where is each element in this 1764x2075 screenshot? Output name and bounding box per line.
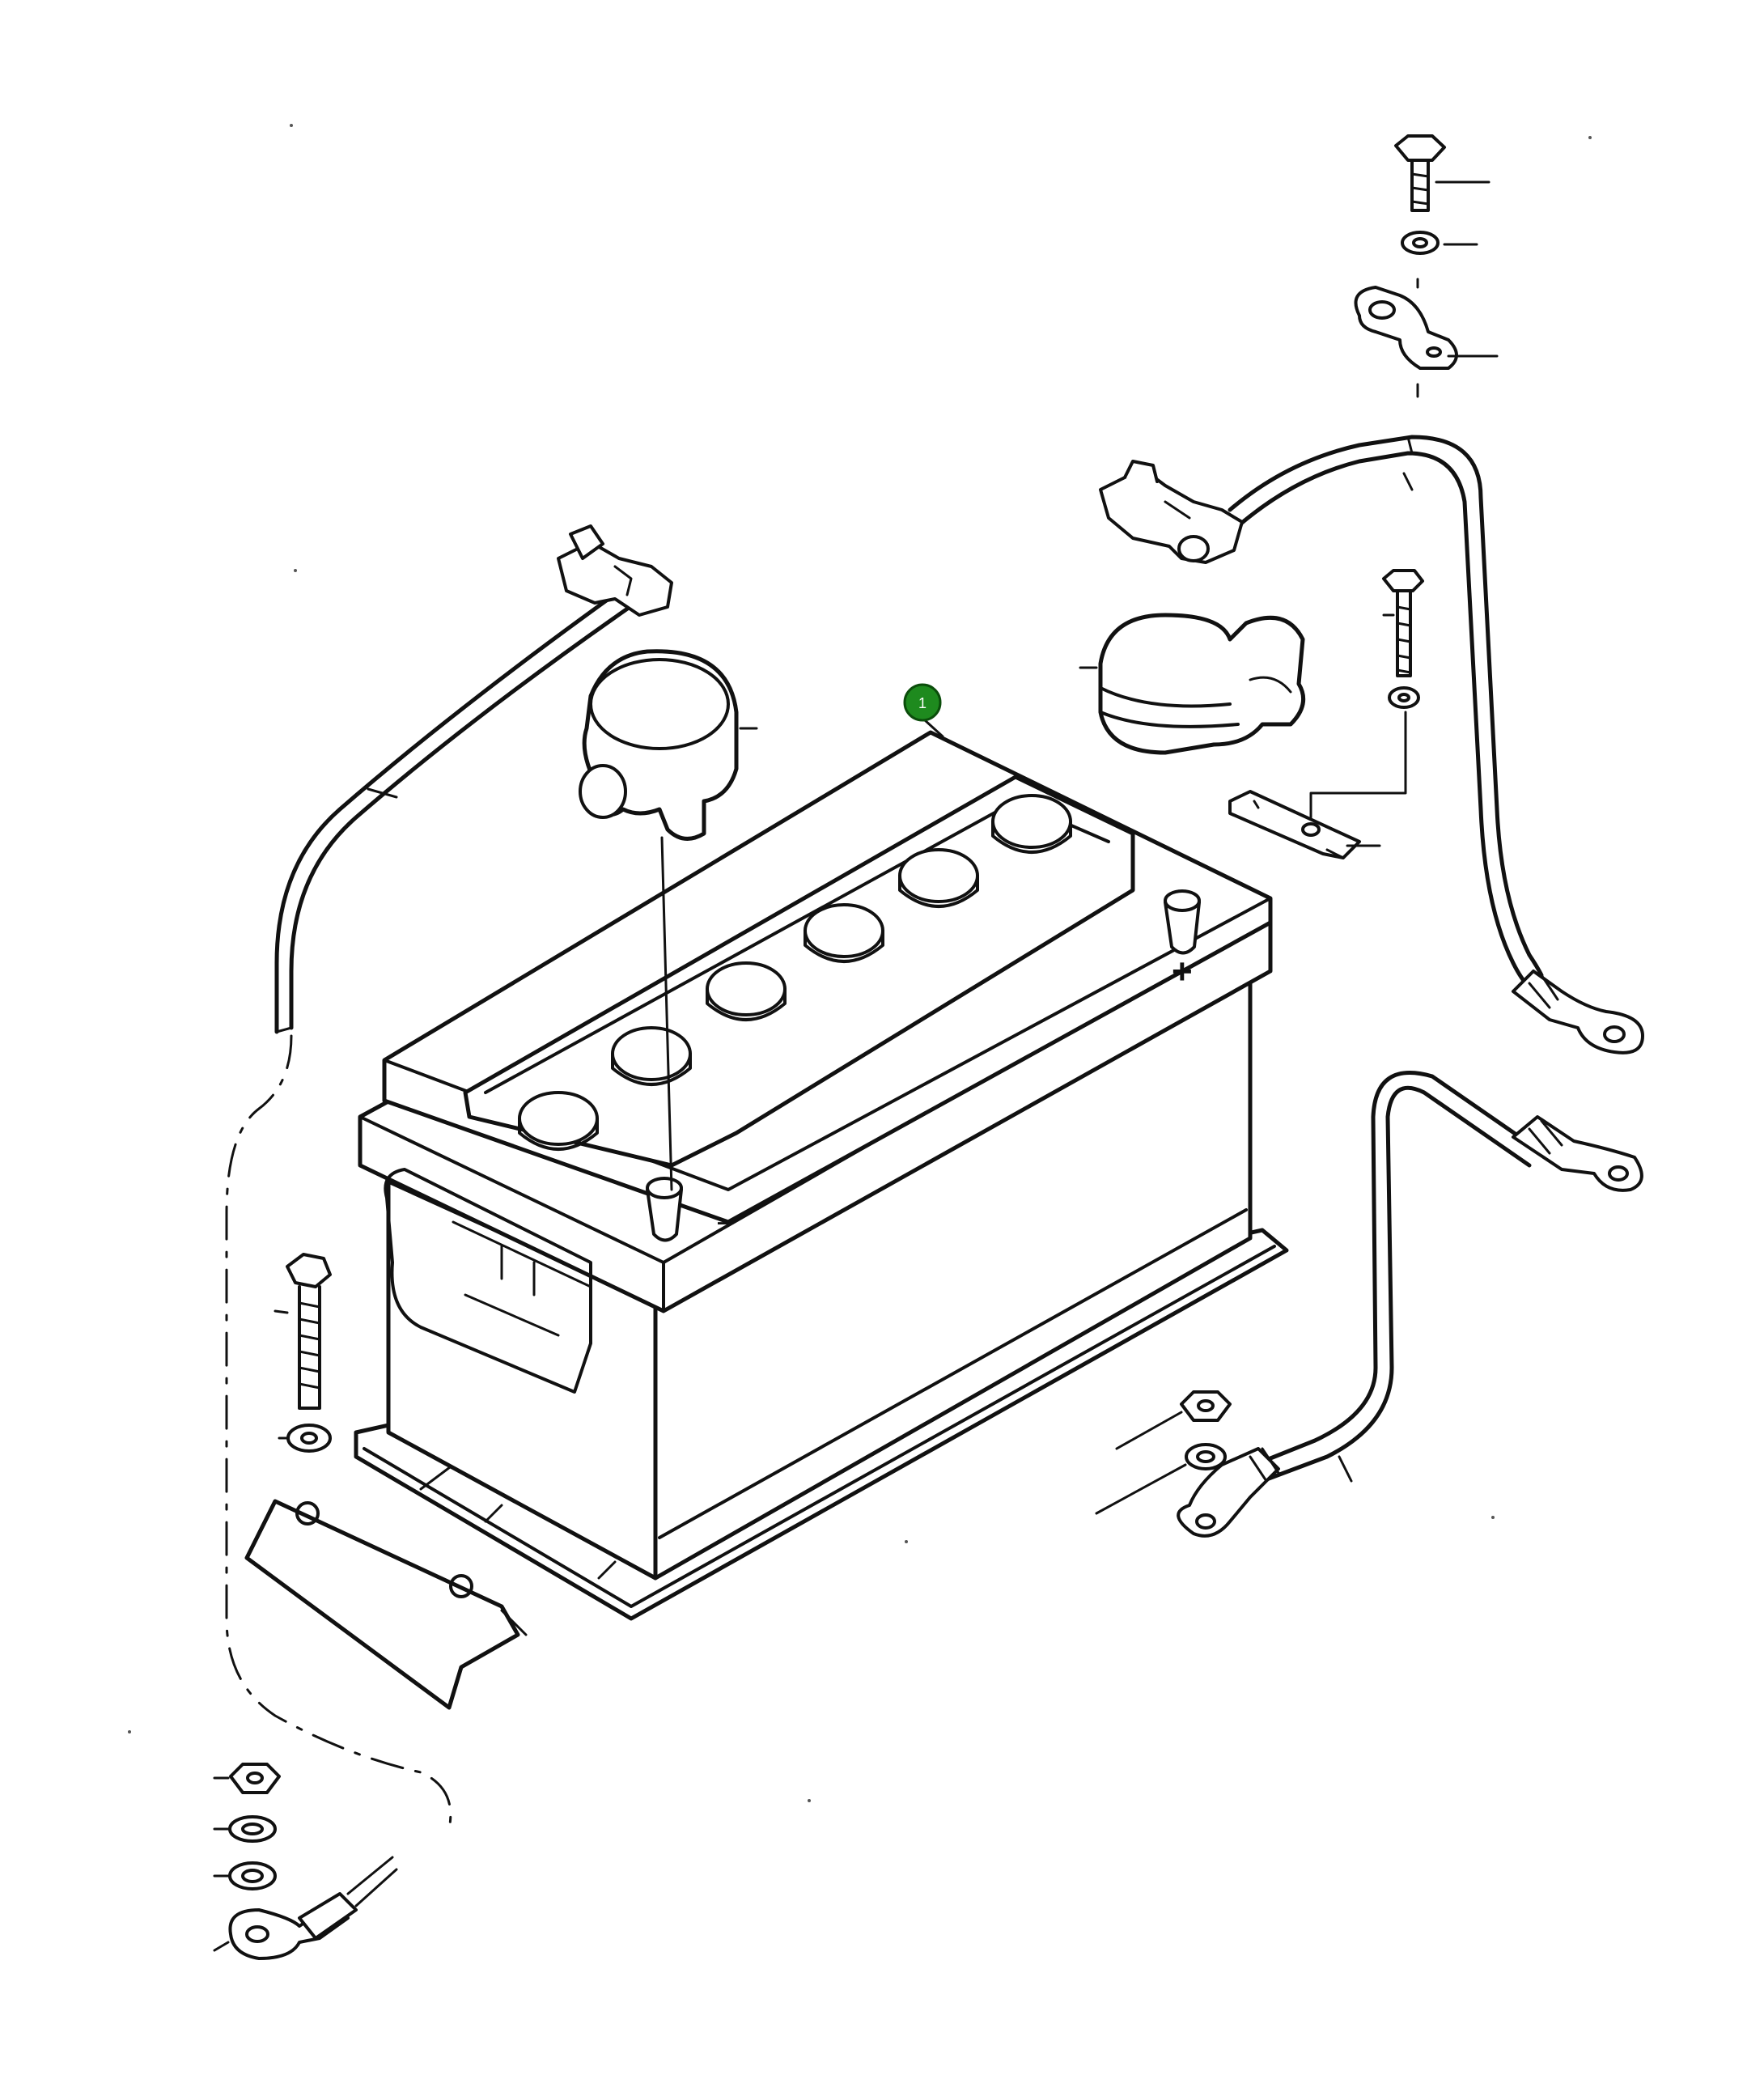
positive-terminal-post: + [1164,889,1201,991]
clamp-bolt [274,1253,332,1410]
strap-nut [1115,1390,1232,1450]
ground-lead-dashed [225,1034,452,1831]
negative-post-leader-line [660,836,673,1191]
battery-leader-line [923,719,944,738]
vent-cap [518,1091,599,1151]
positive-terminal-cover [1079,613,1306,755]
positive-battery-cable [1099,435,1644,1054]
cable-clip-bolt [1394,134,1490,212]
vent-cap [804,903,884,963]
negative-battery-cable [274,524,673,1034]
bracket-bolt [1382,569,1424,677]
vent-cap [611,1026,692,1086]
ground-flat-washer [213,1861,277,1890]
negative-mark: − [716,1206,735,1241]
hold-down-clamp [244,1499,528,1710]
ground-spring-washer [213,1815,277,1843]
ground-strap-eyelet [213,1856,398,1960]
vent-cap [898,848,979,908]
vent-cap [991,794,1072,854]
vent-caps [518,794,1072,1151]
callout-circle[interactable] [903,683,942,722]
part-callout-1[interactable]: 1 [903,683,942,722]
vent-cap [706,961,787,1021]
scan-specks [128,124,1592,1802]
ground-nut [213,1763,281,1794]
cable-clip-washer [1401,231,1478,255]
negative-terminal-cover [579,649,758,841]
battery: − + [358,730,1273,1581]
positive-strap-cable [1177,1071,1643,1538]
strap-washer [1095,1443,1227,1515]
bracket-leader-line [1309,711,1407,819]
bracket-washer [1388,686,1420,709]
clamp-washer [278,1424,332,1453]
cable-p-clip [1354,278,1499,398]
positive-mark: + [1172,952,1193,991]
negative-terminal-post: − [646,1177,735,1242]
carry-handle [384,1168,592,1394]
callout-number[interactable]: 1 [918,695,927,711]
terminal-bracket [1228,790,1381,859]
